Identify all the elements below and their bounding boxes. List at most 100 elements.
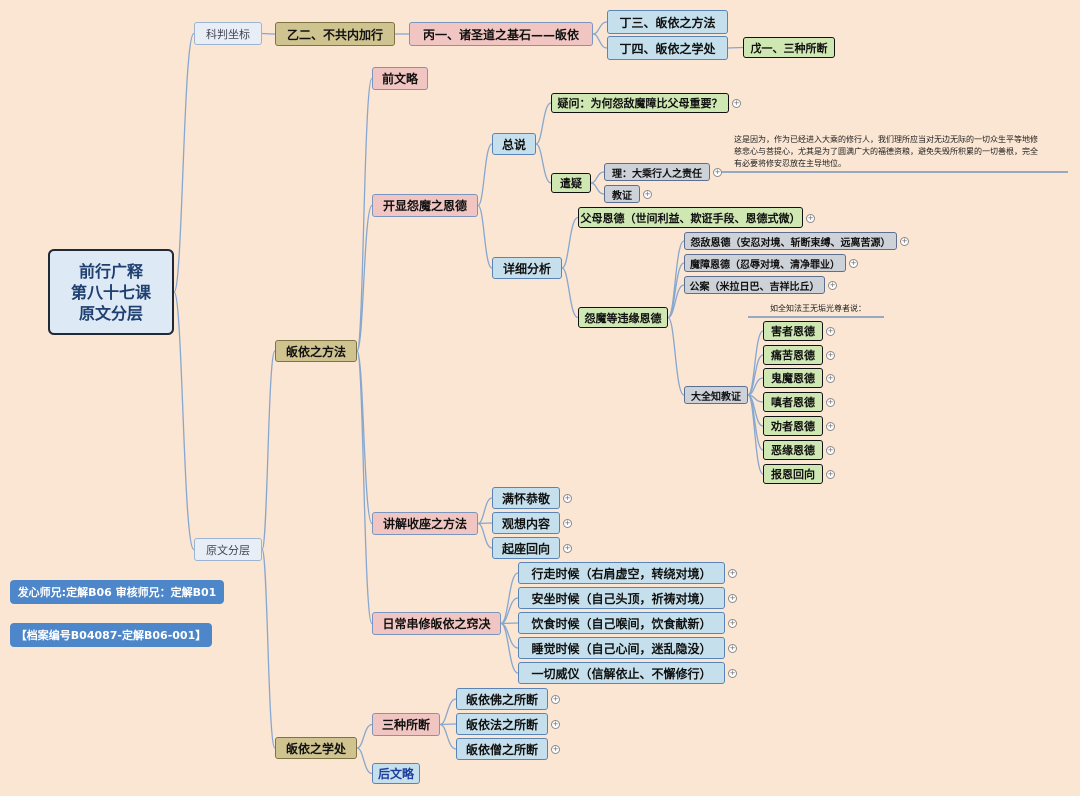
connector-line — [477, 497, 493, 525]
node-jiaozheng[interactable]: 教证 — [604, 185, 640, 203]
connector-line — [592, 21, 608, 35]
connector-line — [356, 350, 373, 625]
node-zongshuo[interactable]: 总说 — [492, 133, 536, 155]
expand-plus-icon[interactable]: + — [828, 281, 837, 290]
node-r1[interactable]: 行走时候（右肩虚空，转绕对境） — [518, 562, 725, 584]
expand-plus-icon[interactable]: + — [826, 422, 835, 431]
root-line-3: 原文分层 — [78, 303, 143, 323]
root-line-1: 前行广释 — [78, 261, 143, 281]
node-en4[interactable]: 嗔者恩德 — [763, 392, 823, 412]
expand-plus-icon[interactable]: + — [728, 594, 737, 603]
expand-plus-icon[interactable]: + — [728, 569, 737, 578]
node-fa[interactable]: 皈依法之所断 — [456, 713, 548, 735]
node-dquanzhi[interactable]: 大全知教证 — [684, 386, 748, 404]
expand-plus-icon[interactable]: + — [563, 519, 572, 528]
connector-line — [500, 597, 519, 625]
connector-line — [356, 204, 373, 352]
explanation-line-1: 这是因为，作为已经进入大乘的修行人，我们理所应当对无边无际的一切众生平等地修 — [734, 135, 1038, 144]
connector-line — [667, 240, 685, 319]
connector-line — [439, 723, 457, 726]
connector-line — [477, 204, 493, 269]
node-ding4[interactable]: 丁四、皈依之学处 — [607, 36, 728, 60]
node-seng[interactable]: 皈依僧之所断 — [456, 738, 548, 760]
explanation-line-2: 慈悲心与菩提心，尤其是为了圆满广大的福德资粮，避免失毁所积累的一切善根，完全 — [734, 147, 1038, 156]
expand-plus-icon[interactable]: + — [728, 619, 737, 628]
expand-plus-icon[interactable]: + — [643, 190, 652, 199]
connector-line — [727, 46, 744, 49]
node-en6[interactable]: 恶缘恩德 — [763, 440, 823, 460]
node-xuechu[interactable]: 皈依之学处 — [275, 737, 357, 759]
expand-plus-icon[interactable]: + — [732, 99, 741, 108]
root-line-2: 第八十七课 — [70, 282, 151, 302]
connector-line — [356, 747, 373, 775]
node-yuandi[interactable]: 怨敌恩德（安忍对境、斩断束缚、远离苦源） — [684, 232, 897, 250]
expand-plus-icon[interactable]: + — [826, 398, 835, 407]
archive-tag: 【档案编号B04087-定解B06-001】 — [10, 623, 212, 647]
expand-plus-icon[interactable]: + — [551, 720, 560, 729]
expand-plus-icon[interactable]: + — [728, 669, 737, 678]
expand-plus-icon[interactable]: + — [713, 168, 722, 177]
expand-plus-icon[interactable]: + — [900, 237, 909, 246]
node-yi[interactable]: 乙二、不共内加行 — [275, 22, 395, 46]
node-kepan[interactable]: 科判坐标 — [194, 22, 262, 45]
node-xiangxi[interactable]: 详细分析 — [492, 257, 562, 279]
expand-plus-icon[interactable]: + — [563, 544, 572, 553]
node-li[interactable]: 理：大乘行人之责任 — [604, 163, 710, 181]
node-gx[interactable]: 观想内容 — [492, 512, 560, 534]
node-richang[interactable]: 日常串修皈依之窍决 — [372, 612, 501, 635]
node-en1[interactable]: 害者恩德 — [763, 321, 823, 341]
node-qianwen[interactable]: 前文略 — [372, 67, 428, 90]
expand-plus-icon[interactable]: + — [849, 259, 858, 268]
credits-tag: 发心师兄:定解B06 审核师兄：定解B01 — [10, 580, 224, 604]
connector-line — [439, 723, 457, 750]
node-yiwen[interactable]: 疑问：为何怨敌魔障比父母重要？ — [551, 93, 729, 113]
node-en7[interactable]: 报恩回向 — [763, 464, 823, 484]
node-fo[interactable]: 皈依佛之所断 — [456, 688, 548, 710]
node-qianyi[interactable]: 遣疑 — [551, 173, 591, 193]
expand-plus-icon[interactable]: + — [806, 213, 815, 223]
node-fumu[interactable]: 父母恩德（世间利益、欺诳手段、恩德式微） — [578, 207, 803, 228]
connector-line — [592, 33, 608, 49]
expand-plus-icon[interactable]: + — [563, 494, 572, 503]
expand-plus-icon[interactable]: + — [826, 470, 835, 479]
node-r4[interactable]: 睡觉时候（自己心间，迷乱隐没） — [518, 637, 725, 659]
node-wu[interactable]: 戊一、三种所断 — [743, 37, 835, 58]
expand-plus-icon[interactable]: + — [826, 327, 835, 336]
expand-plus-icon[interactable]: + — [551, 745, 560, 754]
node-yuanmo[interactable]: 怨魔等违缘恩德 — [578, 307, 668, 328]
expand-plus-icon[interactable]: + — [826, 351, 835, 360]
connector-line — [500, 622, 519, 674]
node-mozhang[interactable]: 魔障恩德（忍辱对境、清净罪业） — [684, 254, 846, 272]
node-gongan[interactable]: 公案（米拉日巴、吉祥比丘） — [684, 276, 825, 294]
node-yuanwen[interactable]: 原文分层 — [194, 538, 262, 561]
connector-line — [173, 32, 195, 293]
node-r2[interactable]: 安坐时候（自己头顶，祈祷对境） — [518, 587, 725, 609]
connector-line — [500, 622, 519, 625]
expand-plus-icon[interactable]: + — [728, 644, 737, 653]
connector-line — [356, 723, 373, 749]
node-houwen[interactable]: 后文略 — [372, 763, 420, 784]
connector-line — [261, 548, 276, 749]
node-mh[interactable]: 满怀恭敬 — [492, 487, 560, 509]
node-r3[interactable]: 饮食时候（自己喉间，饮食献新） — [518, 612, 725, 634]
expand-plus-icon[interactable]: + — [826, 446, 835, 455]
node-method[interactable]: 皈依之方法 — [275, 340, 357, 362]
node-bing[interactable]: 丙一、诸圣道之基石——皈依 — [409, 22, 593, 46]
node-sanzhong[interactable]: 三种所断 — [372, 713, 440, 736]
node-en3[interactable]: 鬼魔恩德 — [763, 368, 823, 388]
connector-line — [173, 291, 195, 551]
root-topic: 前行广释 第八十七课 原文分层 — [48, 249, 174, 335]
expand-plus-icon[interactable]: + — [826, 374, 835, 383]
node-kaixian[interactable]: 开显怨魔之恩德 — [372, 194, 478, 217]
node-ding3[interactable]: 丁三、皈依之方法 — [607, 10, 728, 34]
connector-line — [590, 182, 605, 195]
node-en5[interactable]: 劝者恩德 — [763, 416, 823, 436]
node-en2[interactable]: 痛苦恩德 — [763, 345, 823, 365]
node-r5[interactable]: 一切威仪（信解依止、不懈修行） — [518, 662, 725, 684]
explanation-note: 这是因为，作为已经进入大乘的修行人，我们理所应当对无边无际的一切众生平等地修 慈… — [734, 134, 1038, 170]
connector-line — [561, 216, 579, 269]
node-qz[interactable]: 起座回向 — [492, 537, 560, 559]
node-shouzuo[interactable]: 讲解收座之方法 — [372, 512, 478, 535]
expand-plus-icon[interactable]: + — [551, 695, 560, 704]
